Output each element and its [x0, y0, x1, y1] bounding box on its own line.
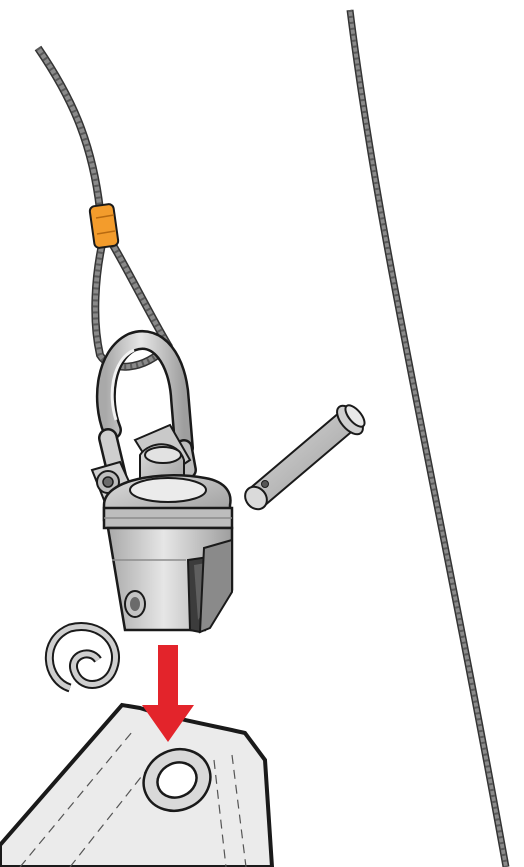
- split-ring: [49, 626, 115, 688]
- sail-head: [0, 705, 272, 867]
- crimp-sleeve: [89, 204, 119, 249]
- clevis-fitting: [104, 475, 232, 632]
- straight-wire-rope: [350, 10, 506, 867]
- clevis-pin: [241, 401, 368, 513]
